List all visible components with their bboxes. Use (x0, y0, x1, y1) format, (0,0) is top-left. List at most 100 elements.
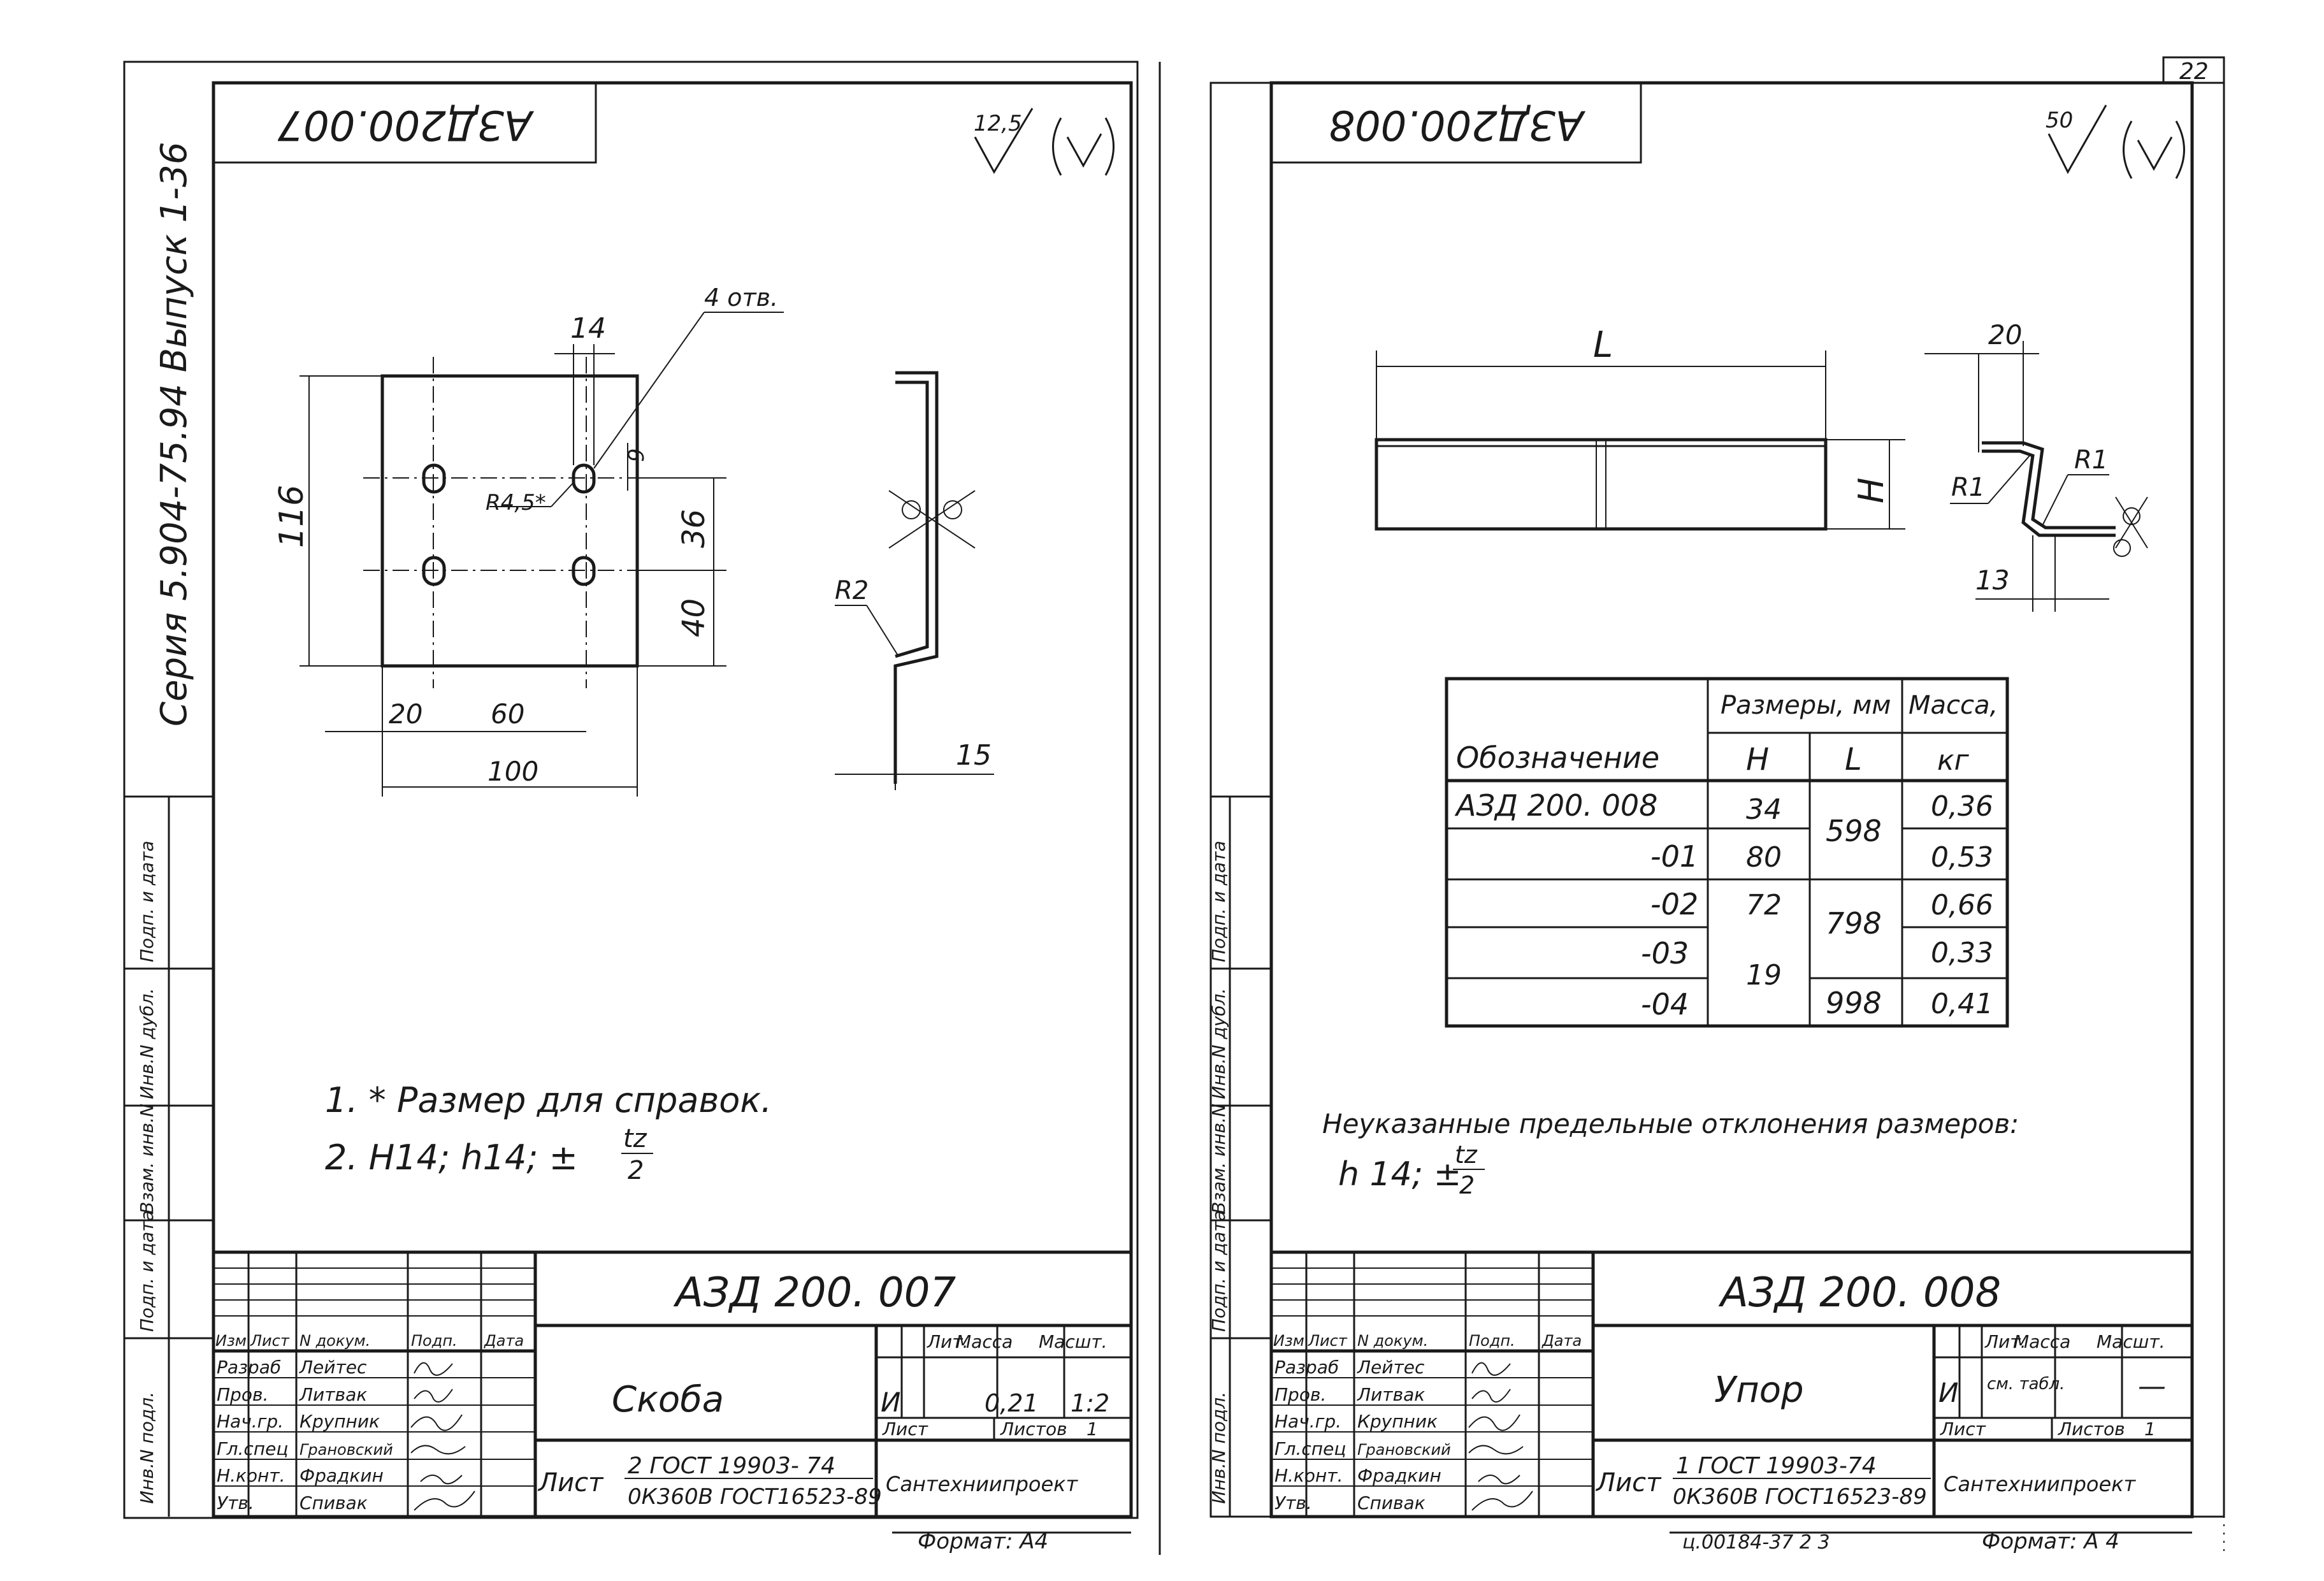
table-row-H: 72 (1746, 889, 1782, 921)
rt-hdr-list: Лист (1308, 1332, 1348, 1350)
lt-name-5: Фрадкин (300, 1465, 384, 1486)
margin-label-sign1: Подп. и дата (136, 1210, 157, 1332)
margin-label-inv: Инв.N подл. (136, 1392, 157, 1504)
lt-role-nkont: Н.конт. (217, 1465, 285, 1486)
lt-role-prov: Пров. (217, 1384, 268, 1405)
lt-signatures (410, 1362, 475, 1511)
table-row-designation: -02 (1650, 887, 1698, 921)
table-row-mass: 0,36 (1931, 790, 1993, 823)
th-designation: Обозначение (1456, 740, 1659, 775)
right-note: Неуказанные предельные отклонения размер… (1322, 1108, 2019, 1139)
rt-hdr-izm: Изм (1273, 1332, 1304, 1350)
rt-role-nachgr: Нач.гр. (1274, 1411, 1341, 1432)
rt-scale-label: Масшт. (2097, 1331, 2165, 1352)
dim-9: 9 (624, 448, 649, 462)
lt-name-6: Спивак (300, 1492, 368, 1513)
left-sheet: АЗД200.007 Серия 5.904-75.94 Выпуск 1-36… (123, 61, 1139, 1554)
left-scale-value: 1:2 (1071, 1389, 1109, 1417)
dim-14: 14 (570, 312, 606, 345)
left-material-1: 2 ГОСТ 19903- 74 (628, 1453, 835, 1479)
right-code-box (1270, 82, 1642, 164)
right-part-name: Упор (1714, 1369, 1804, 1411)
table-row-designation: -04 (1641, 987, 1689, 1022)
rt-list-label: Лист (1595, 1468, 1662, 1498)
rt-role-razrab: Разраб (1274, 1357, 1339, 1378)
lt-role-utv: Утв. (217, 1492, 254, 1513)
dim-20-right: 20 (1988, 319, 2022, 350)
rt-hdr-date: Дата (1541, 1332, 1582, 1350)
lt-hdr-list: Лист (250, 1332, 290, 1350)
th-H: H (1746, 742, 1769, 777)
dim-100: 100 (487, 756, 538, 787)
left-tol-den: 2 (628, 1156, 644, 1185)
table-row-mass: 0,33 (1931, 937, 1993, 969)
table-row-designation: -03 (1641, 936, 1689, 971)
dim-60: 60 (491, 698, 524, 730)
left-margin-strip: Инв.N подл. Подп. и дата Взам. инв.N Инв… (124, 795, 213, 1517)
table-row-mass: 0,41 (1931, 988, 1993, 1020)
right-margin-strip: Инв.N подл. Подп. и дата Взам. инв.N Инв… (1208, 795, 1271, 1517)
right-title-code: АЗД 200. 008 (1718, 1269, 2001, 1317)
table-row-designation: АЗД 200. 008 (1454, 788, 1657, 823)
left-inner-frame (212, 81, 1133, 1519)
rt-sheet-label: Лист (1940, 1419, 1986, 1440)
lt-role-glspec: Гл.спец (217, 1438, 288, 1459)
rt-hdr-doc: N докум. (1357, 1332, 1428, 1350)
dim-36: 36 (676, 509, 712, 548)
margin-label-replace: Взам. инв.N (136, 1104, 157, 1214)
rt-role-prov: Пров. (1274, 1384, 1326, 1405)
right-scale-value: — (2138, 1370, 2166, 1403)
left-title-block: Изм Лист N докум. Подп. Дата Разраб Пров… (213, 1250, 1131, 1554)
margin-label-dup: Инв.N дубл. (136, 988, 157, 1100)
lt-role-nachgr: Нач.гр. (217, 1411, 284, 1432)
right-inner-frame (1269, 81, 2194, 1519)
right-roughness-symbol: 50 (2046, 105, 2185, 179)
dim-20: 20 (389, 698, 422, 730)
right-roughness-value: 50 (2046, 108, 2073, 133)
right-outer-frame (1209, 82, 2225, 1518)
right-sheets-value: 1 (2144, 1419, 2156, 1440)
th-sizes: Размеры, мм (1721, 691, 1891, 720)
holes-label: 4 отв. (704, 284, 778, 312)
rt-sheets-label: Листов (2058, 1419, 2125, 1440)
right-org: Сантехниипроект (1944, 1472, 2136, 1496)
lt-name-2: Литвак (299, 1384, 367, 1405)
table-row-L: 998 (1826, 986, 1882, 1020)
left-title-code: АЗД 200. 007 (673, 1269, 956, 1317)
lt-hdr-izm: Изм (215, 1332, 247, 1350)
table-row-L: 598 (1826, 814, 1882, 848)
rt-role-utv: Утв. (1274, 1492, 1312, 1513)
dim-116: 116 (273, 485, 311, 548)
page-number-box (2162, 56, 2225, 84)
left-code-box (212, 82, 597, 164)
left-roughness-value: 12,5 (974, 111, 1022, 136)
margin-label-replace: Взам. инв.N (1208, 1104, 1229, 1214)
dim-15: 15 (956, 739, 992, 772)
right-mass-value: см. табл. (1987, 1375, 2065, 1394)
left-lit-value: И (881, 1387, 900, 1418)
rt-role-nkont: Н.конт. (1274, 1465, 1343, 1486)
lt-name-3: Крупник (300, 1411, 380, 1432)
page-number: 22 (2179, 59, 2209, 85)
dim-r1-b: R1 (2074, 445, 2108, 475)
left-sheets-value: 1 (1086, 1419, 1098, 1440)
dim-r2: R2 (835, 576, 869, 605)
right-sheet: 22 АЗД200.008 50 L H (1208, 56, 2225, 1555)
right-tol-den: 2 (1459, 1171, 1475, 1199)
rt-name-4: Грановский (1357, 1441, 1451, 1459)
th-L: L (1845, 742, 1862, 777)
lt-lit-label: Лит. (927, 1331, 968, 1352)
lt-list-label: Лист (537, 1468, 604, 1498)
left-note-1: 1. * Размер для справок. (325, 1080, 772, 1120)
rt-name-3: Крупник (1357, 1411, 1438, 1432)
plate-side-view: R2 15 (835, 371, 994, 790)
plate-view: 4 отв. 14 9 R4,5* 116 36 40 (273, 284, 784, 797)
margin-label-inv: Инв.N подл. (1208, 1392, 1229, 1504)
left-material-2: 0К360В ГОСТ16523-89 (628, 1484, 882, 1510)
lt-hdr-sign: Подп. (411, 1332, 458, 1350)
left-part-name: Скоба (612, 1379, 724, 1420)
table-row-mass: 0,53 (1931, 841, 1993, 874)
margin-label-dup: Инв.N дубл. (1208, 988, 1229, 1100)
rt-lit-label: Лит. (1984, 1331, 2026, 1352)
rt-name-5: Фрадкин (1357, 1465, 1441, 1486)
